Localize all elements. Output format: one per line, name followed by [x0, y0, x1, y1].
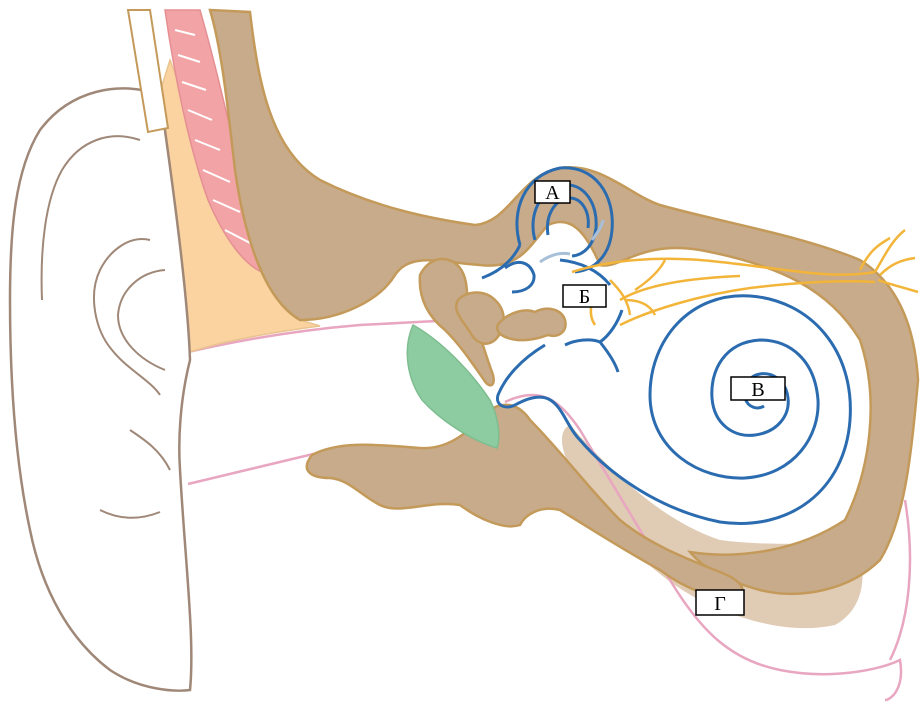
- stapes: [497, 309, 565, 340]
- temporal-bone-lower: [307, 405, 742, 598]
- label-g-text: Г: [714, 593, 726, 615]
- label-a-text: А: [545, 182, 560, 204]
- label-b-text: Б: [579, 286, 590, 308]
- label-g: Г: [696, 590, 744, 615]
- label-v: В: [731, 377, 785, 401]
- auricle-outline: [10, 88, 191, 690]
- label-a: А: [535, 181, 570, 204]
- label-b: Б: [563, 285, 606, 308]
- label-v-text: В: [751, 379, 764, 401]
